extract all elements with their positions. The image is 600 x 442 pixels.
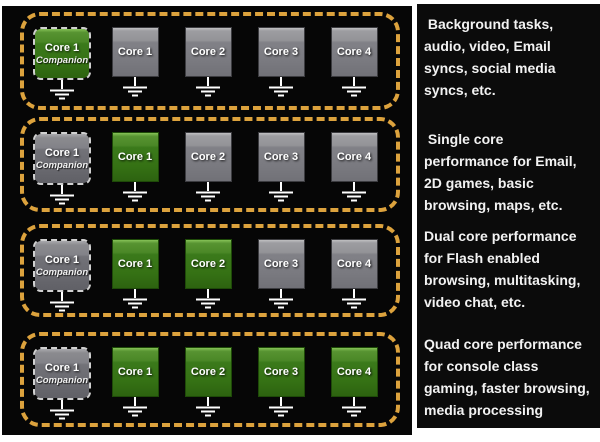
companion-core-box: Core 1 Companion bbox=[33, 132, 91, 185]
core-sublabel: Companion bbox=[35, 159, 89, 171]
ground-icon bbox=[269, 397, 293, 417]
core-sublabel: Companion bbox=[35, 374, 89, 386]
core-box: Core 4 bbox=[330, 132, 378, 182]
core-label: Core 1 bbox=[117, 151, 153, 163]
ground-icon bbox=[50, 400, 74, 420]
cores-panel: Core 1 Companion Core 1 Core 2 bbox=[2, 6, 412, 435]
core-box: Core 2 bbox=[184, 27, 232, 77]
ground-icon bbox=[269, 289, 293, 309]
core-box: Core 2 bbox=[184, 239, 232, 289]
core-label: Core 3 bbox=[263, 151, 299, 163]
core-cell: Core 4 bbox=[318, 27, 390, 99]
core-label: Core 4 bbox=[336, 46, 372, 58]
core-cell: Core 1 Companion bbox=[26, 27, 98, 102]
core-box: Core 1 bbox=[111, 239, 159, 289]
ground-icon bbox=[123, 77, 147, 97]
row-description-4: Quad core performance for console class … bbox=[424, 336, 590, 418]
core-label: Core 4 bbox=[336, 366, 372, 378]
core-cell: Core 2 bbox=[172, 347, 244, 419]
core-cell: Core 1 Companion bbox=[26, 347, 98, 422]
companion-core-box: Core 1 Companion bbox=[33, 27, 91, 80]
core-label: Core 2 bbox=[190, 366, 226, 378]
core-box: Core 2 bbox=[184, 132, 232, 182]
core-box: Core 4 bbox=[330, 27, 378, 77]
core-label: Core 1 bbox=[117, 258, 153, 270]
ground-icon bbox=[123, 289, 147, 309]
core-row-group: Core 1 Companion Core 1 Core 2 bbox=[20, 332, 400, 427]
ground-icon bbox=[50, 185, 74, 205]
core-label: Core 1 bbox=[44, 41, 80, 54]
core-label: Core 1 bbox=[117, 46, 153, 58]
core-cell: Core 2 bbox=[172, 27, 244, 99]
core-label: Core 1 bbox=[44, 361, 80, 374]
companion-core-box: Core 1 Companion bbox=[33, 347, 91, 400]
core-label: Core 3 bbox=[263, 366, 299, 378]
core-cell: Core 4 bbox=[318, 347, 390, 419]
core-cell: Core 1 Companion bbox=[26, 239, 98, 314]
ground-icon bbox=[196, 397, 220, 417]
ground-icon bbox=[342, 182, 366, 202]
core-box: Core 3 bbox=[257, 27, 305, 77]
ground-icon bbox=[123, 397, 147, 417]
ground-icon bbox=[269, 77, 293, 97]
core-cell: Core 3 bbox=[245, 132, 317, 204]
core-label: Core 1 bbox=[117, 366, 153, 378]
core-label: Core 3 bbox=[263, 258, 299, 270]
core-cell: Core 2 bbox=[172, 239, 244, 311]
ground-icon bbox=[196, 77, 220, 97]
core-label: Core 2 bbox=[190, 258, 226, 270]
row-description-2: Single core performance for Email, 2D ga… bbox=[424, 131, 577, 213]
ground-icon bbox=[196, 182, 220, 202]
core-cell: Core 4 bbox=[318, 132, 390, 204]
core-cell: Core 1 bbox=[99, 27, 171, 99]
ground-icon bbox=[342, 289, 366, 309]
row-description-1: Background tasks, audio, video, Email sy… bbox=[424, 16, 556, 98]
core-row-group: Core 1 Companion Core 1 Core 2 bbox=[20, 12, 400, 110]
core-sublabel: Companion bbox=[35, 54, 89, 66]
ground-icon bbox=[342, 77, 366, 97]
ground-icon bbox=[50, 80, 74, 100]
core-box: Core 3 bbox=[257, 132, 305, 182]
ground-icon bbox=[342, 397, 366, 417]
core-label: Core 4 bbox=[336, 151, 372, 163]
core-label: Core 2 bbox=[190, 151, 226, 163]
core-box: Core 1 bbox=[111, 132, 159, 182]
core-box: Core 3 bbox=[257, 239, 305, 289]
core-cell: Core 1 Companion bbox=[26, 132, 98, 207]
core-row-group: Core 1 Companion Core 1 Core 2 bbox=[20, 117, 400, 212]
core-cell: Core 3 bbox=[245, 239, 317, 311]
core-cell: Core 1 bbox=[99, 239, 171, 311]
core-box: Core 1 bbox=[111, 347, 159, 397]
ground-icon bbox=[50, 292, 74, 312]
ground-icon bbox=[123, 182, 147, 202]
companion-core-box: Core 1 Companion bbox=[33, 239, 91, 292]
core-label: Core 3 bbox=[263, 46, 299, 58]
core-box: Core 2 bbox=[184, 347, 232, 397]
descriptions-panel: Background tasks, audio, video, Email sy… bbox=[417, 4, 600, 428]
core-cell: Core 3 bbox=[245, 27, 317, 99]
core-label: Core 2 bbox=[190, 46, 226, 58]
core-label: Core 1 bbox=[44, 146, 80, 159]
core-cell: Core 1 bbox=[99, 347, 171, 419]
ground-icon bbox=[269, 182, 293, 202]
core-box: Core 3 bbox=[257, 347, 305, 397]
core-cell: Core 1 bbox=[99, 132, 171, 204]
core-label: Core 4 bbox=[336, 258, 372, 270]
core-cell: Core 4 bbox=[318, 239, 390, 311]
core-box: Core 4 bbox=[330, 347, 378, 397]
core-row-group: Core 1 Companion Core 1 Core 2 bbox=[20, 224, 400, 317]
ground-icon bbox=[196, 289, 220, 309]
row-description-3: Dual core performance for Flash enabled … bbox=[424, 228, 581, 310]
core-box: Core 4 bbox=[330, 239, 378, 289]
core-sublabel: Companion bbox=[35, 266, 89, 278]
core-cell: Core 3 bbox=[245, 347, 317, 419]
core-label: Core 1 bbox=[44, 253, 80, 266]
core-cell: Core 2 bbox=[172, 132, 244, 204]
core-box: Core 1 bbox=[111, 27, 159, 77]
